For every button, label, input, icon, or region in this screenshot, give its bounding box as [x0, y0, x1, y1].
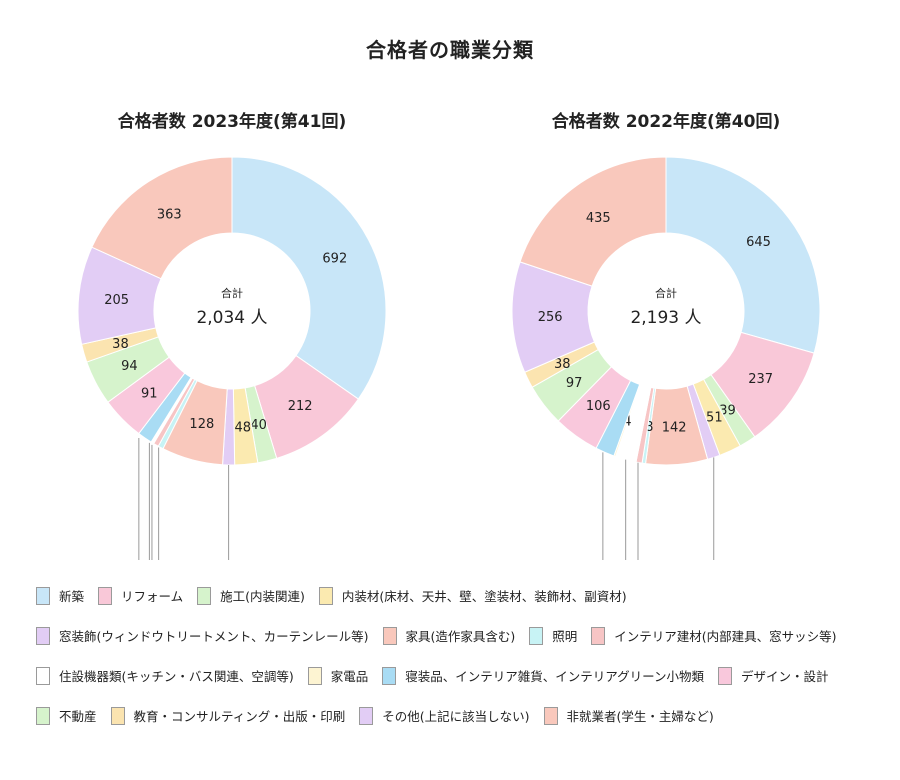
chart-title: 合格者数 2023年度(第41回): [118, 111, 346, 132]
donut-charts: 合格者数 2023年度(第41回)69221240482512811116319…: [77, 111, 821, 560]
data-label: 212: [288, 399, 313, 414]
legend-item: 教育・コンサルティング・出版・印刷: [110, 706, 346, 725]
legend-swatch: [591, 626, 606, 645]
center-label: 合計: [655, 286, 677, 300]
data-label: 435: [586, 211, 611, 226]
legend-item: 窓装飾(ウィンドウトリートメント、カーテンレール等): [36, 626, 369, 645]
legend-label: 窓装飾(ウィンドウトリートメント、カーテンレール等): [59, 629, 369, 644]
center-label: 合計: [221, 286, 243, 300]
legend-swatch: [36, 706, 50, 725]
callout-line: [713, 457, 715, 560]
data-label: 142: [662, 421, 687, 436]
legend-swatch: [98, 586, 113, 605]
callout-line: [625, 459, 627, 560]
legend-item: 新築: [36, 586, 84, 605]
legend-swatch: [110, 706, 125, 725]
legend-swatch: [197, 586, 212, 605]
legend-item: 家具(造作家具含む): [382, 626, 516, 645]
donut-slice: [665, 156, 821, 354]
callout-line: [138, 437, 140, 560]
data-label: 4: [623, 414, 631, 429]
data-label: 97: [566, 376, 583, 391]
legend-label: インテリア建材(内部建具、窓サッシ等): [614, 629, 837, 644]
callout-line: [151, 444, 153, 560]
data-label: 256: [538, 310, 563, 325]
legend-swatch: [382, 666, 397, 685]
center-total: 2,193 人: [630, 308, 701, 328]
legend-label: 家具(造作家具含む): [405, 629, 516, 644]
legend-swatch: [318, 586, 333, 605]
data-label: 645: [746, 235, 771, 250]
legend-label: デザイン・設計: [741, 669, 829, 684]
legend-row: 新築 リフォーム 施工(内装関連) 内装材(床材、天井、壁、塗装材、装飾材、副資材): [36, 582, 886, 609]
data-label: 205: [104, 293, 129, 308]
donut-slice: [519, 156, 667, 287]
data-label: 106: [586, 399, 611, 414]
data-label: 363: [157, 207, 182, 222]
chart-title: 合格者数 2022年度(第40回): [552, 111, 780, 132]
data-label: 94: [121, 359, 138, 374]
legend-label: 施工(内装関連): [220, 589, 305, 604]
legend-swatch: [36, 586, 50, 605]
legend-swatch: [718, 666, 733, 685]
legend-row: 住設機器類(キッチン・バス関連、空調等) 家電品 寝装品、インテリア雑貨、インテリア…: [36, 662, 886, 689]
legend-swatch: [529, 626, 544, 645]
legend-label: リフォーム: [121, 589, 184, 604]
callout-line: [637, 462, 639, 560]
legend-label: 非就業者(学生・主婦など): [566, 709, 714, 724]
donut-slice: [91, 156, 233, 280]
legend-label: 住設機器類(キッチン・バス関連、空調等): [59, 669, 294, 684]
center-total: 2,034 人: [196, 308, 267, 328]
data-label: 48: [234, 420, 251, 435]
legend-swatch: [36, 626, 50, 645]
legend-label: その他(上記に該当しない): [382, 709, 530, 724]
data-label: 692: [322, 251, 347, 266]
legend-label: 不動産: [59, 709, 97, 724]
callout-line: [148, 442, 150, 560]
legend-label: 内装材(床材、天井、壁、塗装材、装飾材、副資材): [341, 589, 627, 604]
legend-item: 不動産: [36, 706, 97, 725]
legend-item: その他(上記に該当しない): [359, 706, 530, 725]
legend-swatch: [36, 666, 50, 685]
legend: 新築 リフォーム 施工(内装関連) 内装材(床材、天井、壁、塗装材、装飾材、副資材) 窓…: [36, 582, 886, 742]
legend-label: 寝装品、インテリア雑貨、インテリアグリーン小物類: [405, 669, 705, 684]
data-label: 38: [554, 357, 571, 372]
legend-item: 照明: [529, 626, 577, 645]
callout-line: [602, 452, 604, 560]
data-label: 237: [748, 372, 773, 387]
legend-label: 照明: [552, 629, 578, 644]
legend-swatch: [382, 626, 397, 645]
legend-swatch: [359, 706, 374, 725]
data-label: 8: [645, 420, 653, 435]
data-label: 51: [706, 410, 723, 425]
legend-item: 非就業者(学生・主婦など): [543, 706, 714, 725]
data-label: 128: [189, 417, 214, 432]
donut-slice: [231, 156, 387, 400]
legend-item: インテリア建材(内部建具、窓サッシ等): [591, 626, 837, 645]
legend-label: 教育・コンサルティング・出版・印刷: [133, 709, 346, 724]
callout-line: [228, 464, 230, 560]
legend-row: 不動産 教育・コンサルティング・出版・印刷 その他(上記に該当しない) 非就業者(学生…: [36, 702, 886, 729]
legend-item: 施工(内装関連): [197, 586, 305, 605]
legend-swatch: [307, 666, 322, 685]
data-label: 38: [112, 337, 129, 352]
legend-label: 新築: [59, 589, 85, 604]
data-label: 91: [141, 386, 158, 401]
legend-item: 内装材(床材、天井、壁、塗装材、装飾材、副資材): [318, 586, 627, 605]
legend-item: 寝装品、インテリア雑貨、インテリアグリーン小物類: [382, 666, 704, 685]
legend-item: 住設機器類(キッチン・バス関連、空調等): [36, 666, 294, 685]
legend-item: リフォーム: [98, 586, 183, 605]
legend-swatch: [543, 706, 558, 725]
legend-label: 家電品: [330, 669, 369, 684]
callout-line: [158, 447, 160, 560]
legend-row: 窓装飾(ウィンドウトリートメント、カーテンレール等) 家具(造作家具含む) 照明 イン…: [36, 622, 886, 649]
legend-item: デザイン・設計: [718, 666, 829, 685]
legend-item: 家電品: [307, 666, 369, 685]
page-title: 合格者の職業分類: [366, 38, 534, 62]
data-label: 40: [250, 418, 267, 433]
